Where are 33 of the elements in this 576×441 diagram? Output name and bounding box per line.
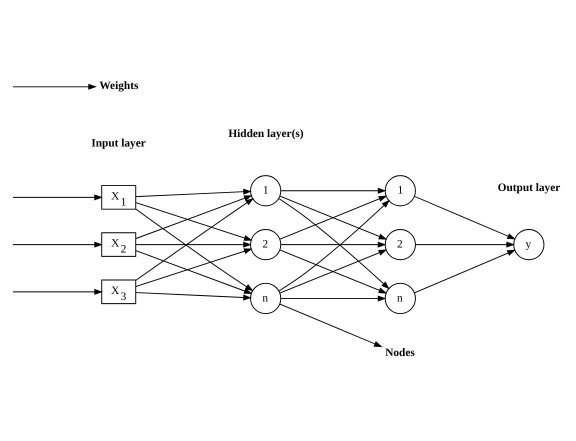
arrow: [135, 195, 252, 240]
arrow: [135, 292, 252, 300]
node-circle: 1: [250, 175, 282, 206]
node-text: Weights: [99, 80, 138, 92]
label: Output layer: [498, 182, 560, 194]
arrow: [279, 196, 388, 240]
node-circle: y: [513, 229, 544, 260]
arrow: [12, 242, 103, 248]
arrow: [414, 250, 516, 294]
arrow: [135, 248, 252, 288]
arrow: [135, 250, 252, 294]
arrow: [136, 198, 254, 281]
node-text: Nodes: [385, 347, 415, 360]
arrow: [135, 242, 252, 248]
arrow: [414, 196, 516, 240]
arrow: [135, 202, 252, 241]
arrow: [12, 84, 97, 90]
node-circle: 1: [384, 175, 416, 206]
arrow: [135, 208, 254, 292]
arrow: [12, 288, 103, 295]
arrow: [280, 188, 386, 194]
node-circle: 2: [250, 229, 282, 260]
node-circle: n: [250, 282, 282, 314]
arrow: [12, 194, 103, 200]
arrow: [135, 188, 252, 198]
arrow: [415, 242, 515, 248]
node-circle: 2: [384, 229, 416, 260]
arrow: [280, 242, 386, 248]
label: Input layer: [91, 137, 146, 150]
arrow: [280, 295, 386, 302]
node-circle: n: [384, 282, 416, 314]
arrow: [279, 304, 382, 348]
label: Hidden layer(s): [228, 128, 304, 140]
